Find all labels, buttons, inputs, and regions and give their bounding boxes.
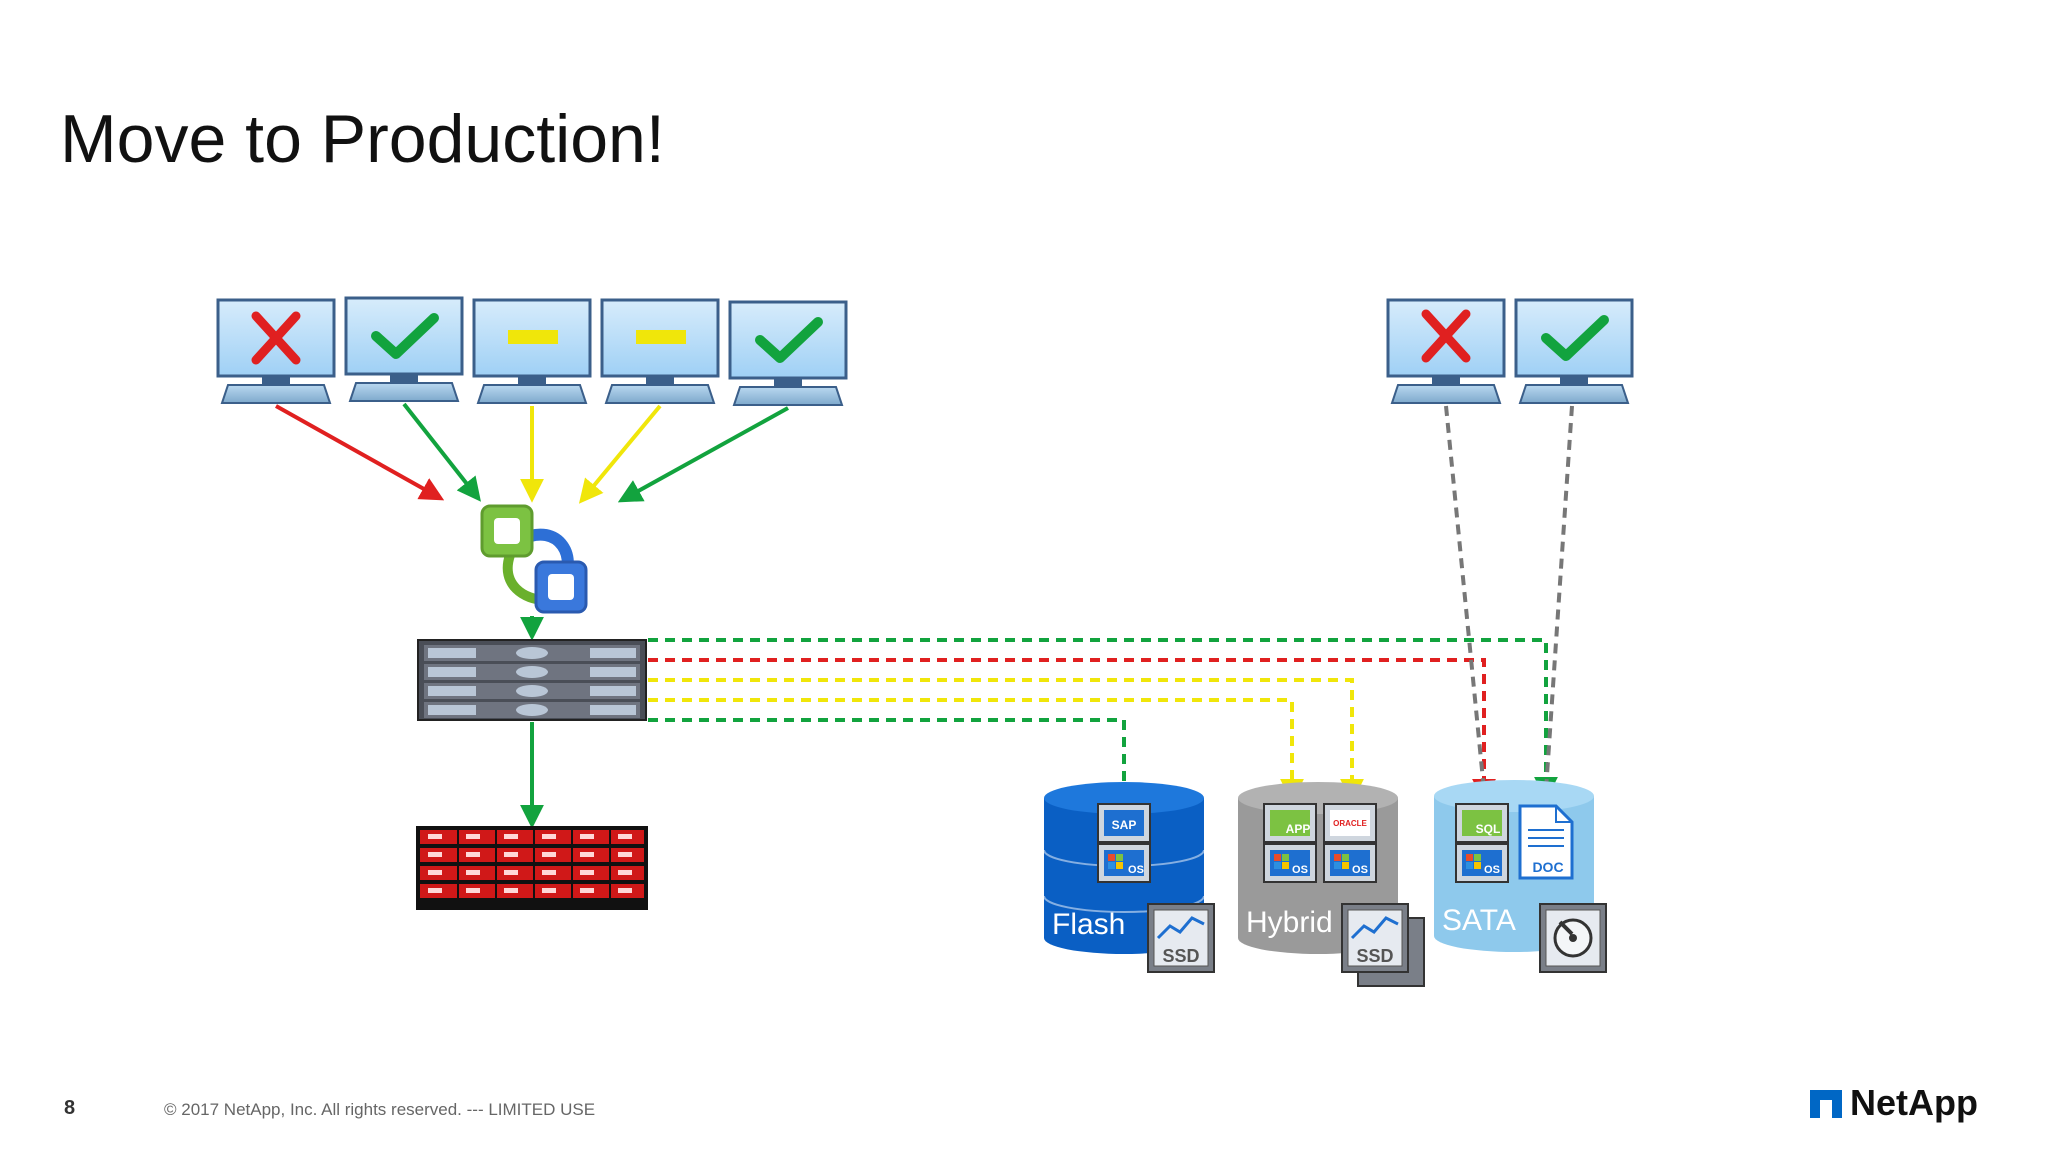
- desktop-pending-1: [472, 298, 592, 404]
- red-x-icon: [1421, 309, 1471, 363]
- svg-text:OS: OS: [1484, 864, 1500, 876]
- svg-text:ORACLE: ORACLE: [1333, 819, 1367, 828]
- netapp-logo: NetApp: [1808, 1082, 1978, 1124]
- desktop-pass-1: [344, 296, 464, 402]
- svg-text:SSD: SSD: [1356, 946, 1393, 966]
- dashed-connections: [648, 638, 1558, 807]
- vdi-broker-icon: [480, 504, 588, 614]
- os-icon: OS: [1455, 843, 1509, 883]
- yellow-dash-icon: [636, 330, 686, 344]
- green-check-icon: [371, 313, 439, 359]
- sap-app-icon: SAP: [1097, 803, 1151, 843]
- sql-icon: SQL: [1455, 803, 1509, 843]
- app-icon: APP: [1263, 803, 1317, 843]
- logo-text: NetApp: [1850, 1082, 1978, 1123]
- page-number: 8: [64, 1097, 76, 1119]
- storage-array-icon: [416, 826, 648, 910]
- tier-label-flash: Flash: [1052, 908, 1125, 941]
- tier-label-hybrid: Hybrid: [1246, 906, 1333, 939]
- netapp-logo-icon: [1810, 1090, 1842, 1118]
- svg-text:SQL: SQL: [1476, 822, 1501, 836]
- desktop-pass-right: [1514, 298, 1634, 404]
- hybrid-tier: APP ORACLE OS OS Hybrid SSD: [1238, 782, 1425, 987]
- server-stack-icon: [417, 639, 647, 721]
- doc-icon: DOC: [1518, 804, 1574, 880]
- svg-text:APP: APP: [1286, 822, 1311, 836]
- copyright-notice: © 2017 NetApp, Inc. All rights reserved.…: [164, 1100, 596, 1119]
- right-desktop-connections: [1444, 405, 1574, 791]
- ssd-badge-icon: SSD: [1147, 903, 1215, 973]
- os-icon: OS: [1263, 843, 1317, 883]
- slide-title: Move to Production!: [60, 101, 665, 177]
- flash-tier: SAP OS Flash SSD: [1043, 782, 1215, 973]
- os-icon: OS: [1097, 843, 1151, 883]
- oracle-icon: ORACLE: [1323, 803, 1377, 843]
- green-check-icon: [1541, 315, 1609, 361]
- sata-tier: SQL OS DOC SATA: [1434, 780, 1607, 973]
- yellow-dash-icon: [508, 330, 558, 344]
- desktop-pending-2: [600, 298, 720, 404]
- red-x-icon: [251, 311, 301, 365]
- svg-text:SSD: SSD: [1162, 946, 1199, 966]
- svg-text:SAP: SAP: [1112, 818, 1137, 832]
- svg-text:DOC: DOC: [1532, 859, 1563, 875]
- desktop-fail-1: [216, 298, 336, 404]
- svg-text:OS: OS: [1128, 864, 1144, 876]
- svg-text:OS: OS: [1292, 864, 1308, 876]
- ssd-badge-icon: SSD: [1341, 903, 1425, 987]
- desktop-arrows: [275, 402, 789, 504]
- hdd-badge-icon: [1539, 903, 1607, 973]
- green-check-icon: [755, 317, 823, 363]
- desktop-fail-right: [1386, 298, 1506, 404]
- tier-label-sata: SATA: [1442, 904, 1516, 937]
- os-icon: OS: [1323, 843, 1377, 883]
- desktop-pass-2: [728, 300, 848, 406]
- svg-text:OS: OS: [1352, 864, 1368, 876]
